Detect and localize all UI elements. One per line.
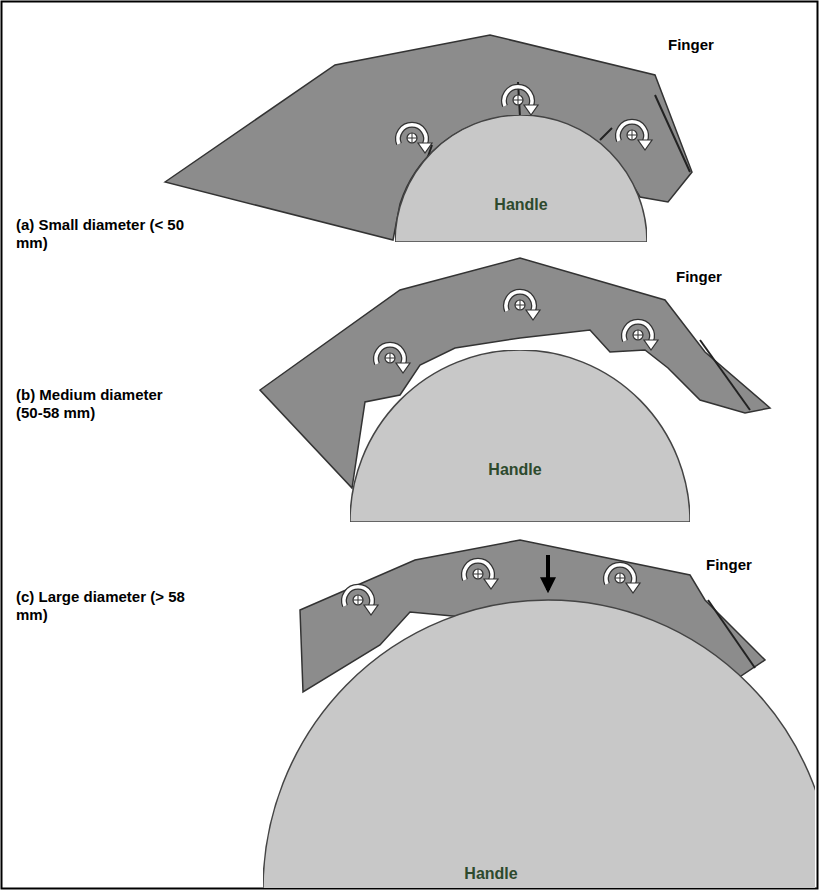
pivot-cross [633,330,643,340]
pivot-cross [627,130,637,140]
rotation-arrow [624,322,652,341]
rotation-arrowhead [524,105,538,115]
handle-outline [395,115,647,242]
rotation-arrow [624,322,652,341]
rotation-arrow [344,587,372,606]
handle-outline [263,600,815,888]
rotation-arrowhead [418,143,432,153]
rotation-arrow [344,587,372,606]
rotation-arrow [464,561,492,580]
rotation-arrow [398,125,426,144]
handle-outline [395,115,647,242]
rotation-arrow [506,292,534,311]
pivot-cross [515,300,525,310]
rotation-arrowhead [644,340,658,350]
force-arrow [546,555,550,590]
handle-outline [350,350,690,522]
rotation-arrow [376,345,404,364]
rotation-arrowhead [526,310,540,320]
pivot-symbol [627,130,637,140]
part-label: Finger [706,556,752,574]
rotation-arrow [618,122,646,141]
nail-line [700,340,750,410]
pivot-cross [615,573,625,583]
rotation-arrow [464,561,492,580]
rotation-arrow [504,87,532,106]
pivot-symbol [407,133,417,143]
handle-outline [263,598,815,888]
handle-shape: Handle [395,115,647,242]
panel-label: (c) Large diameter (> 58 mm) [16,588,186,624]
rotation-arrow [398,125,426,144]
rotation-arrowhead [364,605,378,615]
rotation-arrow [606,565,634,584]
pivot-symbol [633,330,643,340]
rotation-arrow [506,292,534,311]
pivot-symbol [515,300,525,310]
part-label: Finger [676,268,722,286]
handle-label: Handle [464,865,517,883]
pivot-cross [353,595,363,605]
pivot-symbol [615,573,625,583]
rotation-arrow [376,345,404,364]
pivot-cross [385,353,395,363]
pivot-cross [407,133,417,143]
rotation-arrowhead [626,583,640,593]
rotation-arrowhead [638,140,652,150]
handle-label: Handle [488,461,541,479]
handle-shape: Handle [263,598,815,888]
pivot-cross [473,569,483,579]
rotation-arrow [606,565,634,584]
pivot-symbol [353,595,363,605]
rotation-arrow [618,122,646,141]
rotation-arrowhead [396,363,410,373]
handle-label: Handle [494,196,547,214]
pivot-symbol [385,353,395,363]
pivot-symbol [473,569,483,579]
panel-label: (b) Medium diameter (50-58 mm) [16,386,191,422]
panel-label: (a) Small diameter (< 50 mm) [16,216,186,252]
rotation-arrowhead [484,579,498,589]
pivot-symbol [513,95,523,105]
part-label: Finger [668,36,714,54]
handle-shape: Handle [350,350,690,522]
pivot-cross [513,95,523,105]
handle-outline [350,350,690,522]
rotation-arrow [504,87,532,106]
